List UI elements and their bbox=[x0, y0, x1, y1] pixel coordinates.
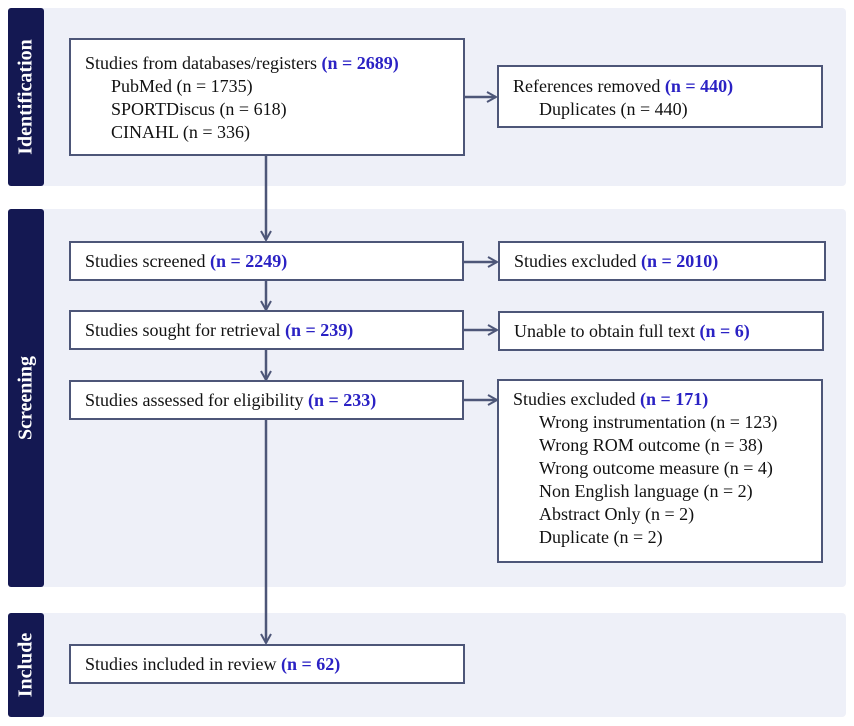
references-removed-box: References removed (n = 440) Duplicates … bbox=[497, 65, 823, 128]
source-cinahl: CINAHL (n = 336) bbox=[111, 122, 250, 142]
removed-duplicates: Duplicates (n = 440) bbox=[539, 99, 688, 119]
identified-heading: Studies from databases/registers (n = 26… bbox=[85, 52, 449, 75]
retrieval-label: Studies sought for retrieval bbox=[85, 320, 281, 340]
removed-label: References removed bbox=[513, 76, 661, 96]
removed-heading: References removed (n = 440) bbox=[513, 75, 807, 98]
reason-wrong-instrumentation: Wrong instrumentation (n = 123) bbox=[539, 412, 778, 432]
included-text: Studies included in review (n = 62) bbox=[85, 653, 449, 676]
reason-wrong-rom-outcome: Wrong ROM outcome (n = 38) bbox=[539, 435, 763, 455]
reason-wrong-outcome-measure: Wrong outcome measure (n = 4) bbox=[539, 458, 773, 478]
include-band-label: Include bbox=[8, 613, 44, 717]
included-label: Studies included in review bbox=[85, 654, 277, 674]
retrieval-text: Studies sought for retrieval (n = 239) bbox=[85, 319, 448, 342]
reason-non-english: Non English language (n = 2) bbox=[539, 481, 753, 501]
excluded-screen-box: Studies excluded (n = 2010) bbox=[498, 241, 826, 281]
retrieval-box: Studies sought for retrieval (n = 239) bbox=[69, 310, 464, 350]
included-box: Studies included in review (n = 62) bbox=[69, 644, 465, 684]
excluded-screen-count: (n = 2010) bbox=[640, 251, 719, 271]
screened-text: Studies screened (n = 2249) bbox=[85, 250, 448, 273]
not-retrieved-text: Unable to obtain full text (n = 6) bbox=[514, 320, 808, 343]
identified-count: (n = 2689) bbox=[321, 53, 399, 73]
screened-count: (n = 2249) bbox=[209, 251, 288, 271]
not-retrieved-box: Unable to obtain full text (n = 6) bbox=[498, 311, 824, 351]
eligibility-count: (n = 233) bbox=[307, 390, 377, 410]
eligibility-text: Studies assessed for eligibility (n = 23… bbox=[85, 389, 448, 412]
excluded-screen-label: Studies excluded bbox=[514, 251, 637, 271]
screening-band-label: Screening bbox=[8, 209, 44, 587]
source-sportdiscus: SPORTDiscus (n = 618) bbox=[111, 99, 287, 119]
included-count: (n = 62) bbox=[280, 654, 341, 674]
retrieval-count: (n = 239) bbox=[284, 320, 354, 340]
excluded-eligibility-heading: Studies excluded (n = 171) bbox=[513, 388, 807, 411]
identified-label: Studies from databases/registers bbox=[85, 53, 317, 73]
reason-abstract-only: Abstract Only (n = 2) bbox=[539, 504, 695, 524]
excluded-eligibility-count: (n = 171) bbox=[639, 389, 709, 409]
identified-records-box: Studies from databases/registers (n = 26… bbox=[69, 38, 465, 156]
screened-label: Studies screened bbox=[85, 251, 206, 271]
source-pubmed: PubMed (n = 1735) bbox=[111, 76, 253, 96]
excluded-screen-text: Studies excluded (n = 2010) bbox=[514, 250, 810, 273]
reason-duplicate: Duplicate (n = 2) bbox=[539, 527, 663, 547]
eligibility-box: Studies assessed for eligibility (n = 23… bbox=[69, 380, 464, 420]
excluded-eligibility-box: Studies excluded (n = 171) Wrong instrum… bbox=[497, 379, 823, 563]
screened-box: Studies screened (n = 2249) bbox=[69, 241, 464, 281]
eligibility-label: Studies assessed for eligibility bbox=[85, 390, 304, 410]
excluded-eligibility-label: Studies excluded bbox=[513, 389, 636, 409]
removed-count: (n = 440) bbox=[664, 76, 734, 96]
identification-band-label: Identification bbox=[8, 8, 44, 186]
not-retrieved-label: Unable to obtain full text bbox=[514, 321, 695, 341]
not-retrieved-count: (n = 6) bbox=[699, 321, 750, 341]
